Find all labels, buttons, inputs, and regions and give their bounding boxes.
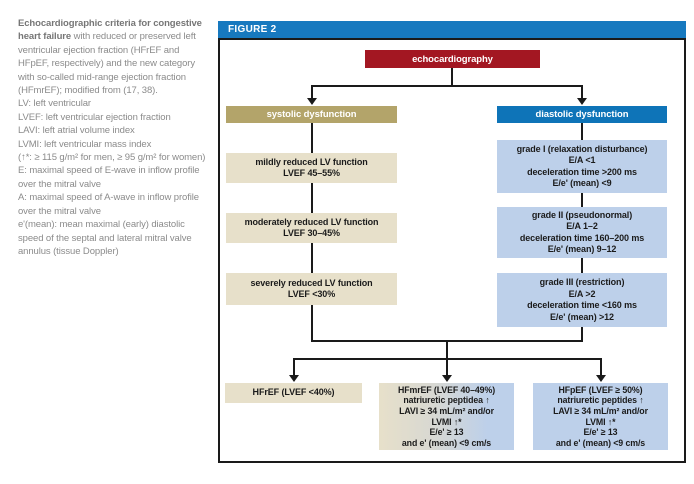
connector-to-hfpef xyxy=(599,358,602,376)
connector-to-systolic xyxy=(310,85,313,100)
connector-to-diastolic xyxy=(581,85,583,100)
connector-merge-stem xyxy=(445,340,448,360)
node-mildly-reduced-lv: mildly reduced LV function LVEF 45–55% xyxy=(226,153,397,183)
figure-caption: Echocardiographic criteria for congestiv… xyxy=(18,17,212,258)
arrowhead-systolic xyxy=(306,98,317,105)
node-grade-3: grade III (restriction) E/A >2 decelerat… xyxy=(497,273,667,327)
connector-systolic-column xyxy=(310,123,313,273)
node-grade-1: grade I (relaxation disturbance) E/A <1 … xyxy=(497,140,667,193)
node-diastolic-dysfunction: diastolic dysfunction xyxy=(497,106,667,123)
arrowhead-hfpef xyxy=(595,375,606,382)
connector-top-branch xyxy=(310,85,583,87)
node-echocardiography: echocardiography xyxy=(365,50,540,68)
arrowhead-hfref xyxy=(288,375,299,382)
node-hfpef: HFpEF (LVEF ≥ 50%) natriuretic peptides … xyxy=(533,383,668,450)
connector-grade3-down xyxy=(581,327,583,342)
connector-diastolic-column xyxy=(581,123,583,273)
caption-abbrev-e-mean: e'(mean): mean maximal (early) diastolic… xyxy=(18,219,192,257)
caption-abbrev-lvmi: LVMI: left ventricular mass index xyxy=(18,138,152,150)
figure-label-bar: FIGURE 2 xyxy=(218,21,686,38)
figure-label: FIGURE 2 xyxy=(228,24,277,35)
node-severely-reduced-lv: severely reduced LV function LVEF <30% xyxy=(226,273,397,305)
caption-lvmi-thresholds: (↑*: ≥ 115 g/m² for men, ≥ 95 g/m² for w… xyxy=(18,152,206,164)
caption-intro: Echocardiographic criteria for congestiv… xyxy=(18,17,212,97)
node-systolic-dysfunction: systolic dysfunction xyxy=(226,106,397,123)
caption-abbrev-a: A: maximal speed of A-wave in inflow pro… xyxy=(18,192,199,217)
caption-abbrev-e: E: maximal speed of E-wave in inflow pro… xyxy=(18,165,200,190)
caption-abbrev-lavi: LAVI: left atrial volume index xyxy=(18,125,135,137)
node-hfmref: HFmrEF (LVEF 40–49%) natriuretic peptide… xyxy=(379,383,514,450)
flowchart: echocardiography systolic dysfunction di… xyxy=(218,38,686,463)
connector-to-hfmref xyxy=(445,358,448,376)
caption-abbrev-lv: LV: left ventricular xyxy=(18,98,91,110)
arrowhead-diastolic xyxy=(577,98,587,105)
caption-abbrev-lvef: LVEF: left ventricular ejection fraction xyxy=(18,111,171,123)
arrowhead-hfmref xyxy=(441,375,452,382)
figure-2: FIGURE 2 echocardiography xyxy=(218,21,686,463)
connector-severe-down xyxy=(310,305,313,342)
caption-intro-rest: with reduced or preserved left ventricul… xyxy=(18,31,196,97)
node-moderately-reduced-lv: moderately reduced LV function LVEF 30–4… xyxy=(226,213,397,243)
node-grade-2: grade II (pseudonormal) E/A 1–2 decelera… xyxy=(497,207,667,258)
connector-echo-stem xyxy=(450,68,453,85)
connector-to-hfref xyxy=(292,358,295,376)
node-hfref: HFrEF (LVEF <40%) xyxy=(225,383,362,403)
caption-title: Echocardiographic criteria for congestiv… xyxy=(18,18,202,43)
